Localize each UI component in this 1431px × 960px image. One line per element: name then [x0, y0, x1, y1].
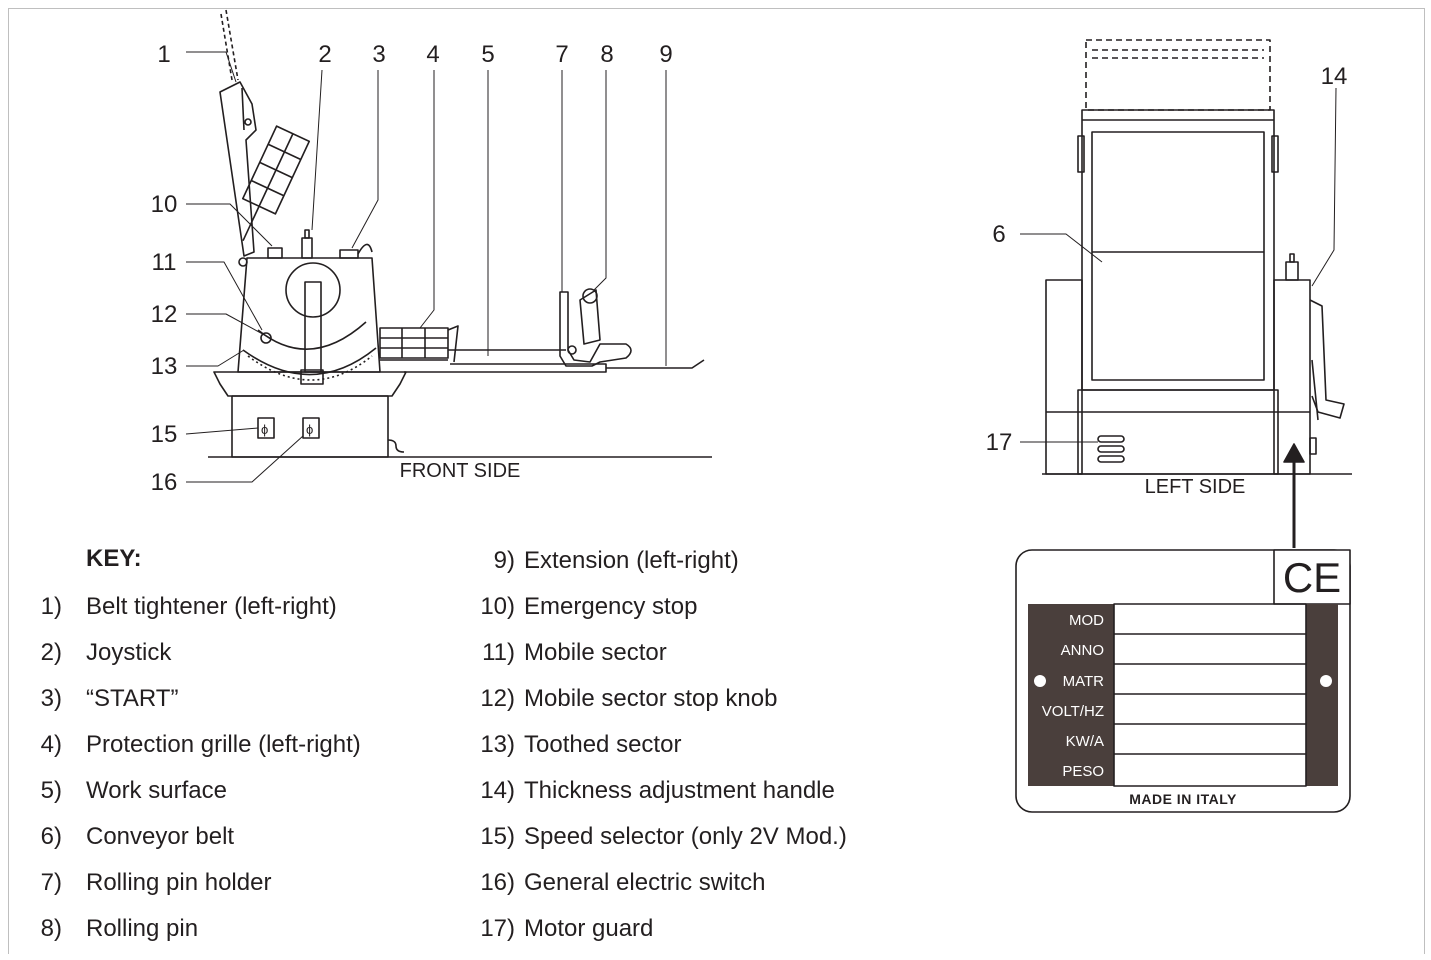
caption-front-side: FRONT SIDE	[400, 460, 521, 482]
key-item: 3) “START”	[0, 684, 460, 730]
key-item: 12) Mobile sector stop knob	[420, 684, 920, 730]
svg-text:ϕ: ϕ	[306, 422, 313, 437]
key-label: Joystick	[86, 639, 172, 666]
page-frame	[8, 8, 1425, 954]
key-label: Emergency stop	[524, 593, 698, 620]
left-leaders	[1020, 87, 1337, 443]
plate-field-volt-hz: VOLT/HZ	[1042, 703, 1104, 720]
key-number: 14)	[480, 777, 515, 804]
front-view: ϕ ϕ	[208, 9, 712, 458]
callout-13: 13	[151, 353, 178, 380]
key-item: 6) Conveyor belt	[0, 822, 460, 868]
callout-8: 8	[600, 41, 613, 68]
key-number: 12)	[480, 685, 515, 712]
left-view	[1042, 39, 1352, 475]
callout-14: 14	[1321, 63, 1348, 90]
callout-5: 5	[481, 41, 494, 68]
callout-6: 6	[992, 221, 1005, 248]
key-item: 4) Protection grille (left-right)	[0, 730, 460, 776]
key-label: Thickness adjustment handle	[524, 777, 835, 804]
key-number: 2)	[40, 639, 62, 666]
key-number: 17)	[480, 915, 515, 942]
callout-2: 2	[318, 41, 331, 68]
key-item: 14) Thickness adjustment handle	[420, 776, 920, 822]
key-item: 8) Rolling pin	[0, 914, 460, 960]
key-item: 16) General electric switch	[420, 868, 920, 914]
callout-9: 9	[659, 41, 672, 68]
caption-left-side: LEFT SIDE	[1145, 476, 1246, 498]
callout-17: 17	[986, 429, 1013, 456]
key-item: 2) Joystick	[0, 638, 460, 684]
key-label: Work surface	[86, 777, 227, 804]
plate-field-matr: MATR	[1063, 673, 1105, 690]
callout-12: 12	[151, 301, 178, 328]
key-label: Motor guard	[524, 915, 654, 942]
callout-3: 3	[372, 41, 385, 68]
key-item: 13) Toothed sector	[420, 730, 920, 776]
key-label: Toothed sector	[524, 731, 682, 758]
key-item: 11) Mobile sector	[420, 638, 920, 684]
plate-footer: MADE IN ITALY	[1129, 791, 1237, 807]
key-item: 1) Belt tightener (left-right)	[0, 592, 460, 638]
front-leaders	[185, 51, 667, 483]
key-item: 9) Extension (left-right)	[420, 546, 920, 592]
callout-16: 16	[151, 469, 178, 496]
key-label: Belt tightener (left-right)	[86, 593, 337, 620]
plate-field-peso: PESO	[1062, 763, 1104, 780]
key-number: 4)	[40, 731, 62, 758]
key-label: “START”	[86, 685, 179, 712]
key-number: 5)	[40, 777, 62, 804]
callout-1: 1	[157, 41, 170, 68]
key-label: General electric switch	[524, 869, 766, 896]
key-label: Rolling pin	[86, 915, 199, 942]
key-label: Rolling pin holder	[86, 869, 272, 896]
plate-field-mod: MOD	[1069, 612, 1104, 629]
key-number: 3)	[40, 685, 62, 712]
key-number: 13)	[480, 731, 515, 758]
key-list-left: 1) Belt tightener (left-right) 2) Joystick…	[0, 592, 460, 960]
plate-field-kw-a: KW/A	[1066, 733, 1104, 750]
key-number: 10)	[480, 593, 515, 620]
data-plate	[1015, 549, 1351, 813]
svg-text:ϕ: ϕ	[261, 422, 268, 437]
key-label: Mobile sector stop knob	[524, 685, 778, 712]
callout-10: 10	[151, 191, 178, 218]
key-number: 11)	[482, 639, 515, 666]
key-title: KEY:	[86, 545, 142, 572]
ce-mark: CE	[1283, 554, 1341, 601]
key-list-right: 9) Extension (left-right) 10) Emergency st…	[420, 546, 920, 960]
key-item: 7) Rolling pin holder	[0, 868, 460, 914]
callout-11: 11	[152, 249, 177, 276]
key-number: 15)	[480, 823, 515, 850]
key-number: 8)	[40, 915, 62, 942]
callout-15: 15	[151, 421, 178, 448]
key-number: 9)	[493, 547, 515, 574]
key-label: Extension (left-right)	[524, 547, 739, 574]
key-number: 16)	[480, 869, 515, 896]
key-item: 10) Emergency stop	[420, 592, 920, 638]
callout-7: 7	[555, 41, 568, 68]
key-number: 6)	[40, 823, 62, 850]
key-label: Mobile sector	[524, 639, 667, 666]
callout-4: 4	[426, 41, 439, 68]
key-number: 7)	[40, 869, 62, 896]
key-number: 1)	[40, 593, 62, 620]
key-item: 5) Work surface	[0, 776, 460, 822]
key-item: 15) Speed selector (only 2V Mod.)	[420, 822, 920, 868]
plate-field-anno: ANNO	[1061, 642, 1104, 659]
key-label: Conveyor belt	[86, 823, 235, 850]
key-label: Speed selector (only 2V Mod.)	[524, 823, 847, 850]
key-label: Protection grille (left-right)	[86, 731, 361, 758]
key-item: 17) Motor guard	[420, 914, 920, 960]
